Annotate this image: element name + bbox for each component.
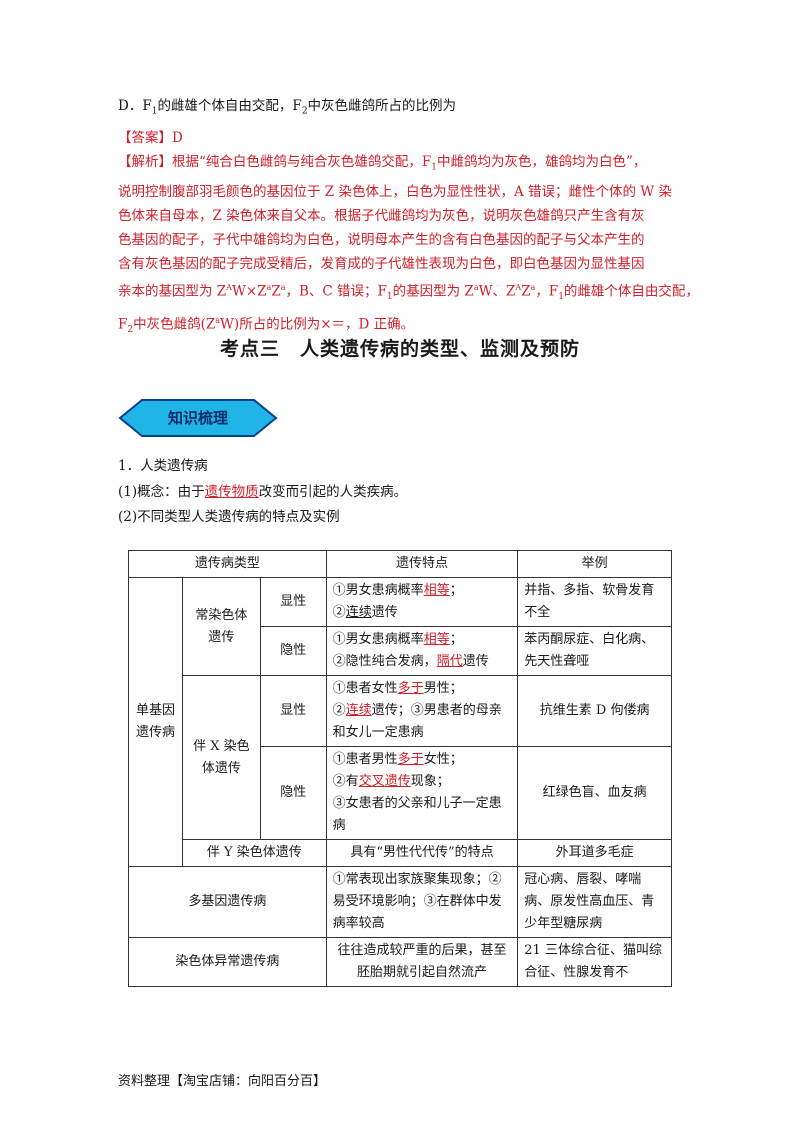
- polygenic-cell: 多基因遗传病: [128, 866, 327, 938]
- xd-dominant-cell: 显性: [259, 675, 327, 747]
- badge-text: 知识梳理: [167, 409, 228, 427]
- analysis-line-5: 含有灰色基因的配子完成受精后，发育成的子代雄性表现为白色，即白色基因为显性基因: [118, 255, 645, 272]
- intro-item-2: (1)概念：由于遗传物质改变而引起的人类疾病。: [118, 484, 408, 500]
- single-gene-cell: 单基因遗传病: [128, 577, 183, 867]
- polygenic-examples: 冠心病、唇裂、哮喘病、原发性高血压、青少年型糖尿病: [517, 866, 672, 938]
- table-row: 隐性 ①患者男性多于女性；②有交叉遗传现象；③女患者的父亲和儿子一定患病 红绿色…: [129, 746, 672, 840]
- footer-source: 资料整理【淘宝店铺：向阳百分百】: [118, 1074, 327, 1089]
- ad-features: ①男女患病概率相等；②连续遗传: [325, 577, 519, 627]
- chromosomal-examples: 21 三体综合征、猫叫综合征、性腺发育不: [517, 937, 672, 987]
- table-row: 多基因遗传病 ①常表现出家族聚集现象；②易受环境影响；③在群体中发病率较高 冠心…: [128, 866, 672, 938]
- intro-item-1: 1．人类遗传病: [118, 458, 208, 474]
- xr-examples: 红绿色盲、血友病: [517, 746, 672, 840]
- option-d: D．F1的雌雄个体自由交配，F2中灰色雌鸽所占的比例为: [118, 98, 457, 117]
- ad-dominant-cell: 显性: [259, 577, 327, 627]
- ar-recessive-cell: 隐性: [259, 626, 327, 676]
- analysis-line-3: 色体来自母本，Z 染色体来自父本。根据子代雌鸽均为灰色，说明灰色雄鸽只产生含有灰: [118, 207, 645, 224]
- header-examples: 举例: [517, 550, 672, 578]
- header-features: 遗传特点: [325, 550, 519, 578]
- table-row: 伴 X 染色体遗传 显性 ①患者女性多于男性；②连续遗传；③男患者的母亲和女儿一…: [129, 675, 672, 840]
- xr-features: ①患者男性多于女性；②有交叉遗传现象；③女患者的父亲和儿子一定患病: [325, 746, 519, 840]
- table-header-row: 遗传病类型 遗传特点 举例: [128, 550, 672, 578]
- intro-item-3: (2)不同类型人类遗传病的特点及实例: [118, 509, 340, 525]
- y-linked-cell: 伴 Y 染色体遗传: [181, 839, 327, 867]
- xd-features: ①患者女性多于男性；②连续遗传；③男患者的母亲和女儿一定患病: [325, 675, 519, 747]
- ad-examples: 并指、多指、软骨发育不全: [517, 577, 672, 627]
- ar-examples: 苯丙酮尿症、白化病、先天性聋哑: [517, 626, 672, 676]
- chromosomal-cell: 染色体异常遗传病: [128, 937, 327, 987]
- table-row: 单基因遗传病 常染色体遗传 显性 ①男女患病概率相等；②连续遗传 并指、多指、软…: [128, 577, 672, 867]
- analysis-line-6: 亲本的基因型为 ZAW×ZaZa，B、C 错误；F1的基因型为 ZaW、ZAZa…: [118, 282, 699, 302]
- term-genetic-material: 遗传物质: [204, 484, 259, 500]
- header-type: 遗传病类型: [128, 550, 327, 578]
- ar-features: ①男女患病概率相等；②隐性纯合发病，隔代遗传: [325, 626, 519, 676]
- knowledge-badge: 知识梳理: [118, 398, 278, 438]
- analysis-line-7: F2中灰色雌鸽(ZaW)所占的比例为×＝，D 正确。: [118, 315, 415, 336]
- polygenic-features: ①常表现出家族聚集现象；②易受环境影响；③在群体中发病率较高: [325, 866, 519, 938]
- badge-shape-icon: [118, 399, 278, 437]
- y-examples: 外耳道多毛症: [517, 839, 672, 867]
- genetic-disease-table: 遗传病类型 遗传特点 举例 单基因遗传病 常染色体遗传 显性 ①男女患病概率相等…: [128, 550, 672, 987]
- answer-analysis: 【答案】D 【解析】根据“纯合白色雌鸽与纯合灰色雄鸽交配，F1中雌鸽均为灰色，雄…: [118, 126, 699, 342]
- chromosomal-features: 往往造成较严重的后果，甚至胚胎期就引起自然流产: [325, 937, 519, 987]
- table-row: 染色体异常遗传病 往往造成较严重的后果，甚至胚胎期就引起自然流产 21 三体综合…: [128, 937, 672, 987]
- answer-label: 【答案】D: [118, 130, 183, 146]
- analysis-line-4: 色基因的配子，子代中雄鸽均为白色，说明母本产生的含有白色基因的配子与父本产生的: [118, 231, 645, 248]
- analysis-line-2: 说明控制腹部羽毛颜色的基因位于 Z 染色体上，白色为显性性状，A 错误；雌性个体…: [118, 183, 672, 200]
- autosomal-cell: 常染色体遗传: [181, 577, 261, 676]
- analysis-line-1: 【解析】根据“纯合白色雌鸽与纯合灰色雄鸽交配，F1中雌鸽均为灰色，雄鸽均为白色”…: [118, 154, 647, 173]
- table-row: 伴 Y 染色体遗传 具有“男性代代传”的特点 外耳道多毛症: [129, 839, 672, 867]
- y-features: 具有“男性代代传”的特点: [325, 839, 519, 867]
- xr-recessive-cell: 隐性: [259, 746, 327, 840]
- x-linked-cell: 伴 X 染色体遗传: [181, 675, 261, 840]
- xd-examples: 抗维生素 D 佝偻病: [517, 675, 672, 747]
- section-title: 考点三 人类遗传病的类型、监测及预防: [219, 338, 580, 360]
